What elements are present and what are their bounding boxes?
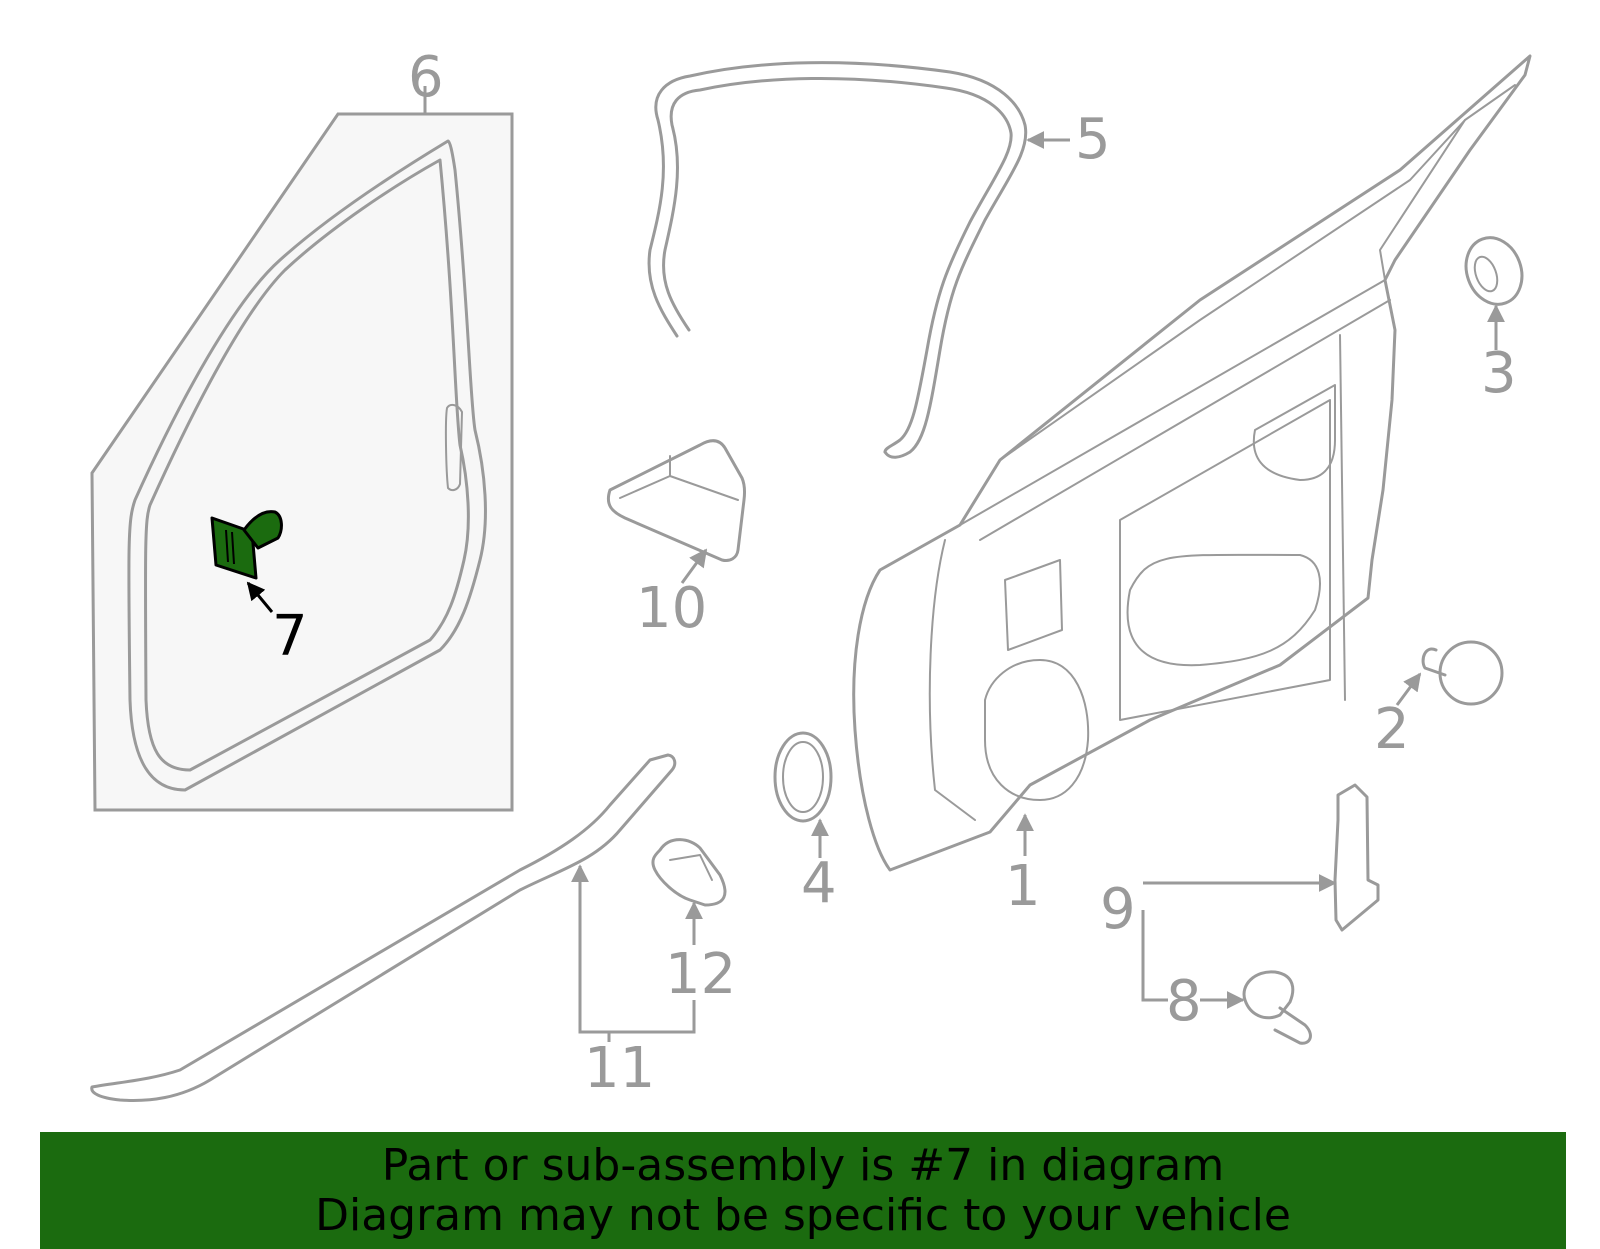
callout-label-10: 10 <box>636 576 707 641</box>
part-3-grommet <box>1464 236 1524 350</box>
part-7-clip-highlighted <box>210 510 283 613</box>
part-5-upper-weatherstrip <box>647 61 1070 459</box>
part-11-sill-molding <box>90 753 696 1102</box>
callout-label-5: 5 <box>1075 107 1111 172</box>
callout-label-12: 12 <box>665 942 736 1007</box>
info-banner: Part or sub-assembly is #7 in diagram Di… <box>40 1132 1566 1249</box>
banner-line-1: Part or sub-assembly is #7 in diagram <box>381 1139 1225 1191</box>
part-1-door-shell <box>852 54 1532 872</box>
callout-label-11: 11 <box>584 1036 655 1101</box>
callout-label-9: 9 <box>1100 877 1136 942</box>
part-4-seal-ring <box>773 731 833 858</box>
part-12-fastener <box>651 838 727 945</box>
banner-line-2: Diagram may not be specific to your vehi… <box>315 1189 1291 1241</box>
callout-label-7: 7 <box>272 604 308 669</box>
callout-label-4: 4 <box>801 851 837 916</box>
part-10-bracket <box>606 439 747 584</box>
callout-label-2: 2 <box>1374 697 1410 762</box>
callout-label-1: 1 <box>1005 854 1041 919</box>
callout-label-3: 3 <box>1481 341 1517 406</box>
callout-label-6: 6 <box>408 45 444 110</box>
part-2-plug <box>1395 640 1504 706</box>
part-9-bracket <box>1141 783 1380 1009</box>
part-6-door-weatherstrip-panel <box>90 86 514 812</box>
callout-label-8: 8 <box>1166 969 1202 1034</box>
part-8-clip <box>1242 970 1312 1045</box>
